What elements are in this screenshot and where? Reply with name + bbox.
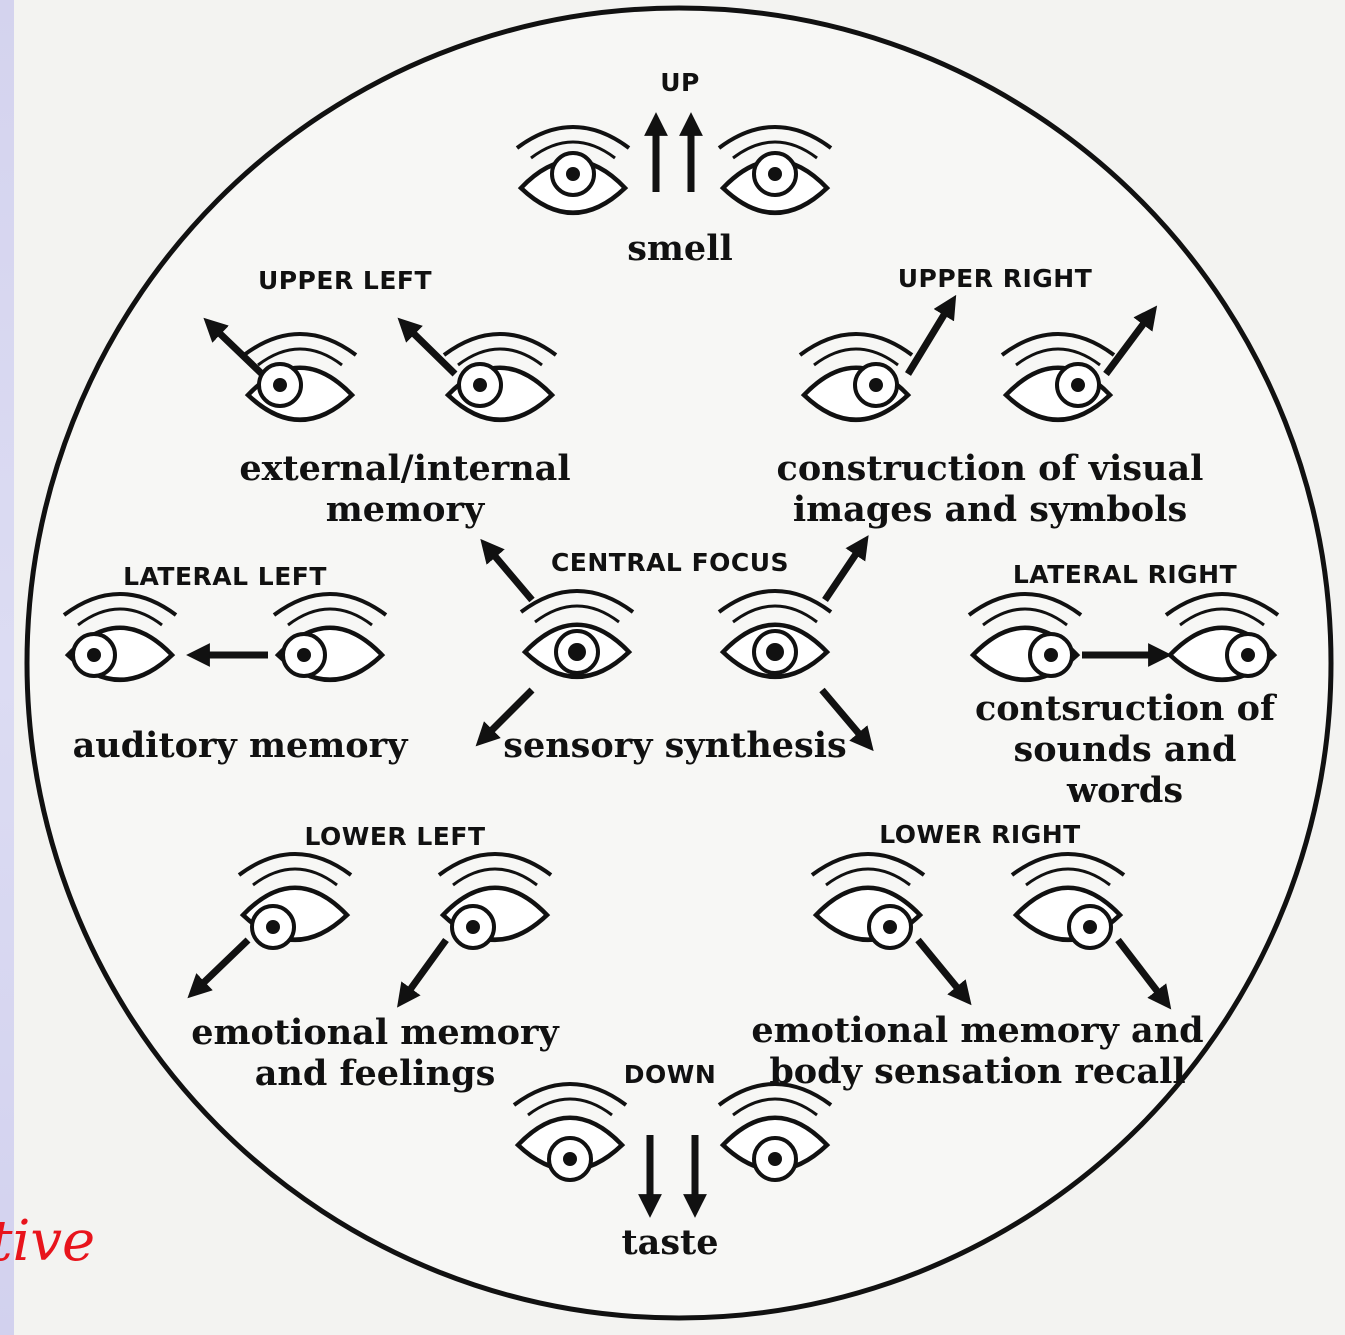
caption-lower-left: LOWER LEFT (260, 822, 530, 851)
caption-upper-right: UPPER RIGHT (860, 264, 1130, 293)
description-lower-left: emotional memory and feelings (180, 1012, 570, 1094)
caption-lower-right: LOWER RIGHT (840, 820, 1120, 849)
description-down: taste (580, 1222, 760, 1263)
caption-upper-left: UPPER LEFT (210, 266, 480, 295)
description-upper-right: construction of visual images and symbol… (770, 448, 1210, 530)
description-upper-left: external/internal memory (220, 448, 590, 530)
description-up: smell (560, 228, 800, 269)
description-central: sensory synthesis (500, 725, 850, 766)
description-lateral-right: contsruction of sounds and words (950, 688, 1300, 811)
outer-circle (27, 8, 1331, 1318)
slide-title-fragment: tive (0, 1210, 95, 1274)
caption-lateral-right: LATERAL RIGHT (980, 560, 1270, 589)
caption-central-focus: CENTRAL FOCUS (510, 548, 830, 577)
description-lower-right: emotional memory and body sensation reca… (745, 1010, 1210, 1092)
caption-lateral-left: LATERAL LEFT (90, 562, 360, 591)
caption-up: UP (590, 68, 770, 97)
caption-down: DOWN (590, 1060, 750, 1089)
description-lateral-left: auditory memory (70, 725, 410, 766)
